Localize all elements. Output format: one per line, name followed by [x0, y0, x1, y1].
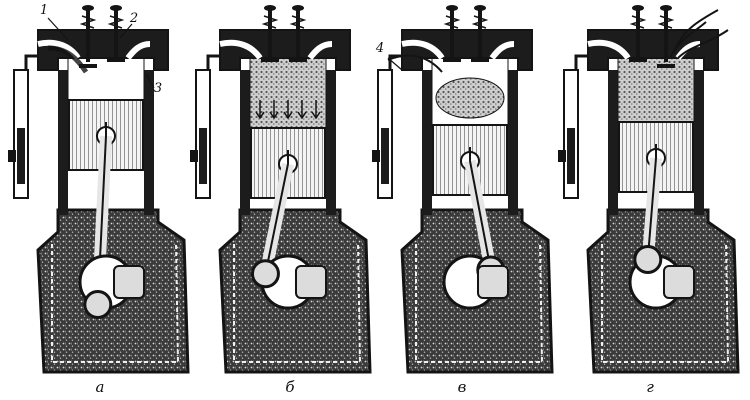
crankcase-wall-hatch	[233, 243, 362, 363]
carburettor-pipe	[24, 54, 38, 70]
compression-arrow	[311, 100, 321, 120]
exhaust-valve-stem	[296, 8, 300, 62]
panel-exhaust: г	[558, 5, 740, 396]
combustion-chamber	[617, 57, 695, 123]
compression-arrow	[255, 100, 265, 120]
carburettor-jet	[558, 150, 566, 162]
callout-leader-1	[47, 17, 69, 41]
exhaust-valve-stem	[664, 8, 668, 62]
cylinder-wall-left	[240, 70, 250, 215]
spark-lead	[387, 54, 443, 73]
exhaust-valve-stem	[478, 8, 482, 62]
intake-port	[587, 39, 631, 60]
intake-valve-stem	[268, 8, 272, 62]
intake-port	[219, 39, 263, 60]
connecting-rod-outline	[469, 160, 492, 271]
cylinder-wall-left	[58, 70, 68, 215]
carburettor-chamber	[381, 128, 389, 184]
exhaust-valve-stem	[114, 8, 118, 62]
intake-port	[401, 39, 445, 60]
panel-power: в4	[372, 5, 554, 396]
cylinder-wall-left	[608, 70, 618, 215]
intake-valve-spring	[261, 15, 279, 29]
carburettor-chamber	[567, 128, 575, 184]
carburettor-pipe	[574, 54, 588, 70]
caption-compression: б	[285, 378, 295, 396]
cylinder-head	[37, 29, 169, 71]
crank-pin	[83, 290, 113, 320]
compression-arrow	[283, 100, 293, 120]
callout-leader-2	[119, 23, 133, 39]
carburettor-jet	[372, 150, 380, 162]
connecting-rod-outline	[646, 157, 657, 260]
crankcase-wall-hatch	[51, 243, 180, 363]
panel-compression: б	[190, 5, 372, 396]
intake-valve-spring	[79, 15, 97, 29]
callout-1: 1	[40, 3, 48, 18]
caption-power: в	[458, 378, 467, 396]
exhaust-port	[489, 41, 515, 60]
compression-arrow	[297, 100, 307, 120]
crank-pin	[250, 259, 280, 289]
panel-intake: а 1 2 3	[8, 3, 190, 396]
cylinder-head	[401, 29, 533, 71]
exhaust-valve-cap	[474, 5, 486, 11]
crankcase-wall-hatch	[601, 243, 730, 363]
exhaust-valve-spring	[657, 15, 675, 29]
exhaust-valve-cap	[292, 5, 304, 11]
counterweight	[113, 265, 145, 299]
burning-charge	[435, 77, 505, 119]
callout-leader-3	[145, 73, 155, 89]
intake-valve-cap	[446, 5, 458, 11]
counterweight	[663, 265, 695, 299]
exhaust-valve-cap	[660, 5, 672, 11]
intake-flow	[47, 45, 89, 74]
caption-exhaust: г	[646, 378, 654, 396]
intake-valve-stem	[86, 8, 90, 62]
counterweight	[477, 265, 509, 299]
intake-valve-stem	[636, 8, 640, 62]
intake-valve-cap	[264, 5, 276, 11]
exhaust-port	[125, 41, 151, 60]
cylinder-wall-right	[326, 70, 336, 215]
exhaust-flow	[669, 9, 729, 59]
intake-valve-spring	[443, 15, 461, 29]
carburettor-chamber	[17, 128, 25, 184]
intake-valve-spring	[629, 15, 647, 29]
cylinder-wall-right	[508, 70, 518, 215]
cylinder-wall-right	[144, 70, 154, 215]
carburettor-jet	[8, 150, 16, 162]
exhaust-valve-spring	[471, 15, 489, 29]
exhaust-valve-cap	[110, 5, 122, 11]
cylinder-wall-left	[422, 70, 432, 215]
cylinder-head	[587, 29, 719, 71]
exhaust-valve-spring	[107, 15, 125, 29]
carburettor-chamber	[199, 128, 207, 184]
cylinder-wall-right	[694, 70, 704, 215]
crank-pin	[633, 244, 663, 274]
intake-valve-cap	[632, 5, 644, 11]
exhaust-port	[307, 41, 333, 60]
intake-valve-cap	[82, 5, 94, 11]
counterweight	[295, 265, 327, 299]
callout-4: 4	[375, 41, 384, 56]
carburettor-jet	[190, 150, 198, 162]
compression-arrow	[269, 100, 279, 120]
connecting-rod-outline	[264, 163, 289, 274]
intake-port	[37, 39, 81, 60]
callout-3: 3	[154, 81, 162, 96]
cylinder-head	[219, 29, 351, 71]
callout-2: 2	[129, 11, 138, 26]
exhaust-valve-spring	[289, 15, 307, 29]
carburettor-pipe	[206, 54, 220, 70]
crankcase-wall-hatch	[415, 243, 544, 363]
caption-intake: а	[96, 378, 105, 396]
intake-valve-stem	[450, 8, 454, 62]
